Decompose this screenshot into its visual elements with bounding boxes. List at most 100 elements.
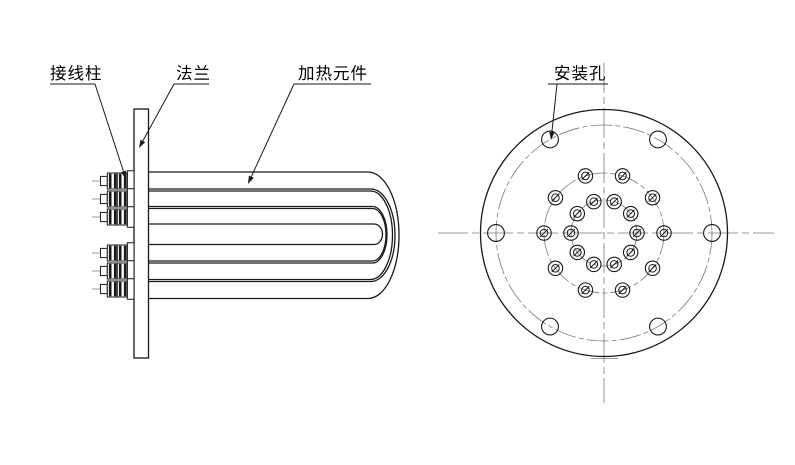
element-end-outer [644,260,661,277]
leader-line [94,83,124,172]
element-end-inner [581,171,590,181]
element-end [547,189,564,206]
element-end [656,225,672,241]
front-view [438,63,774,403]
terminal-post [100,242,135,264]
post-stud-tip [100,283,108,295]
element-end [569,205,586,222]
post-insulator-base [126,206,135,228]
element-end-outer [577,282,594,298]
leader-line [551,83,558,133]
post-nut-stripe [113,209,117,225]
element-end [629,225,645,241]
post-nut [116,262,128,280]
thread-slash [581,285,590,295]
element-end [577,282,594,298]
element-end-inner [648,193,657,203]
element-end-inner [589,260,599,269]
flange-outline [479,108,729,358]
mounting-hole [541,130,559,149]
post-nut-stripe [118,191,122,207]
element-end [577,168,594,184]
element-end-inner [648,263,657,273]
post-nut-stripe [123,281,127,297]
post-stud-tip [100,175,108,187]
thread-slash [648,193,657,202]
element-end-outer [614,168,631,184]
element-end-inner [589,197,599,206]
post-nut [116,244,128,262]
heating-element-label: 加热元件 [298,64,368,83]
thread-slash [659,228,669,238]
post-nut-stripe [118,245,122,261]
thread-slash [589,260,598,269]
mounting-hole [541,317,559,336]
element-end [563,225,579,241]
element-end-outer [577,168,594,184]
post-stud-tip [100,211,108,223]
callout-mounting-hole: 安装孔 [548,64,608,140]
element-end [644,189,661,206]
element-end-outer [622,205,639,222]
element-end-outer [586,256,602,273]
post-nut-stripe [113,191,117,207]
element-end [644,260,661,277]
element-end-inner [573,248,582,257]
post-stud-tip [100,193,108,205]
post-nut [116,280,128,298]
callout-flange: 法兰 [139,64,211,148]
flange-label: 法兰 [176,64,211,83]
post-nut-stripe [108,173,112,189]
element-end-inner [609,260,619,269]
element-end-inner [632,228,642,238]
post-nut-stripe [108,263,112,279]
mounting-hole [703,224,721,242]
thread-slash [648,264,657,273]
thread-slash [626,209,635,218]
element-end [606,256,622,273]
mounting-hole [649,130,667,149]
post-insulator-base [126,260,135,282]
element-end-outer [614,282,631,298]
element-end-inner [618,171,627,181]
element-end-outer [622,244,639,261]
element-end-outer [547,260,564,277]
leader-line [142,83,175,142]
terminal-post [100,188,135,210]
post-nut-stripe [113,245,117,261]
post-nut-stripe [108,209,112,225]
thread-slash [573,248,582,257]
post-nut-stripe [118,263,122,279]
post-insulator-base [126,278,135,300]
element-end-outer [656,225,672,241]
thread-slash [551,264,560,273]
mounting-hole [649,317,667,336]
post-nut-stripe [123,173,127,189]
thread-slash [618,285,627,295]
element-end-inner [573,209,582,218]
element-end-inner [566,228,576,238]
terminal-post [100,260,135,282]
post-insulator-base [126,188,135,210]
element-end-inner [551,263,560,273]
element-end-outer [569,244,586,261]
post-nut-stripe [108,245,112,261]
post-nut [116,208,128,226]
callout-heating-element: 加热元件 [248,64,371,184]
element-end [622,205,639,222]
thread-slash [566,228,576,238]
thread-slash [573,209,582,218]
element-end-outer [606,193,622,210]
post-nut-stripe [113,263,117,279]
post-nut-stripe [108,191,112,207]
mounting-hole [487,224,505,242]
post-nut [116,190,128,208]
callout-terminal-post: 接线柱 [50,64,127,179]
element-end [614,168,631,184]
post-nut-stripe [123,191,127,207]
element-end-inner [626,209,635,218]
heating-tube-inner-edge [149,223,384,246]
element-end-outer [536,225,552,241]
post-nut-stripe [123,263,127,279]
